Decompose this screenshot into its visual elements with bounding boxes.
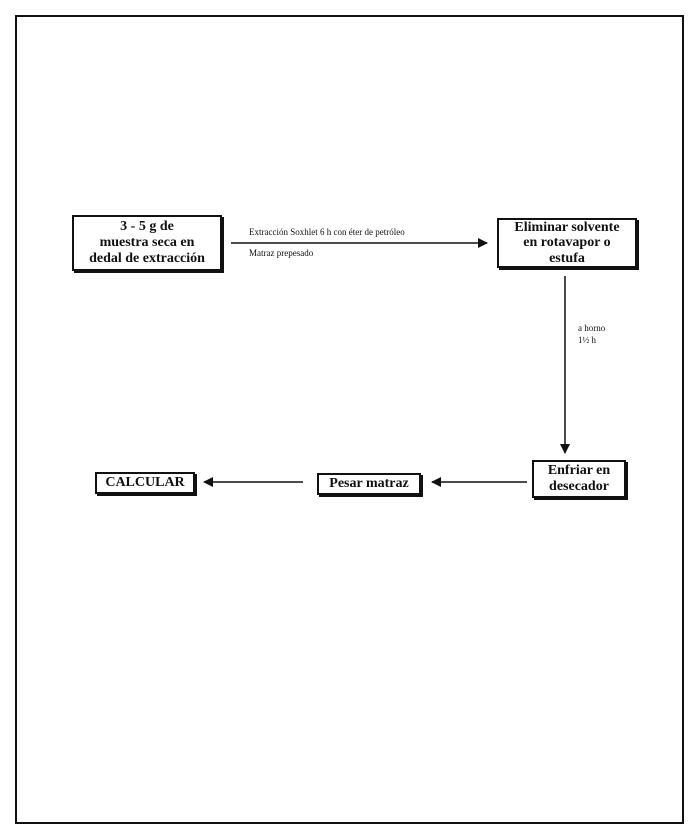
node-sample: 3 - 5 g de muestra seca en dedal de extr… (72, 215, 222, 271)
node-cool: Enfriar en desecador (532, 460, 626, 498)
node-remove-solvent: Eliminar solvente en rotavapor o estufa (497, 218, 637, 268)
node-calculate: CALCULAR (95, 472, 195, 494)
edge-label-flask: Matraz prepesado (249, 248, 314, 258)
node-weigh: Pesar matraz (317, 473, 421, 495)
edge-label-oven: a horno 1½ h (578, 323, 606, 346)
page-border (15, 15, 684, 824)
edge-label-extraction: Extracción Soxhlet 6 h con éter de petró… (249, 227, 405, 237)
